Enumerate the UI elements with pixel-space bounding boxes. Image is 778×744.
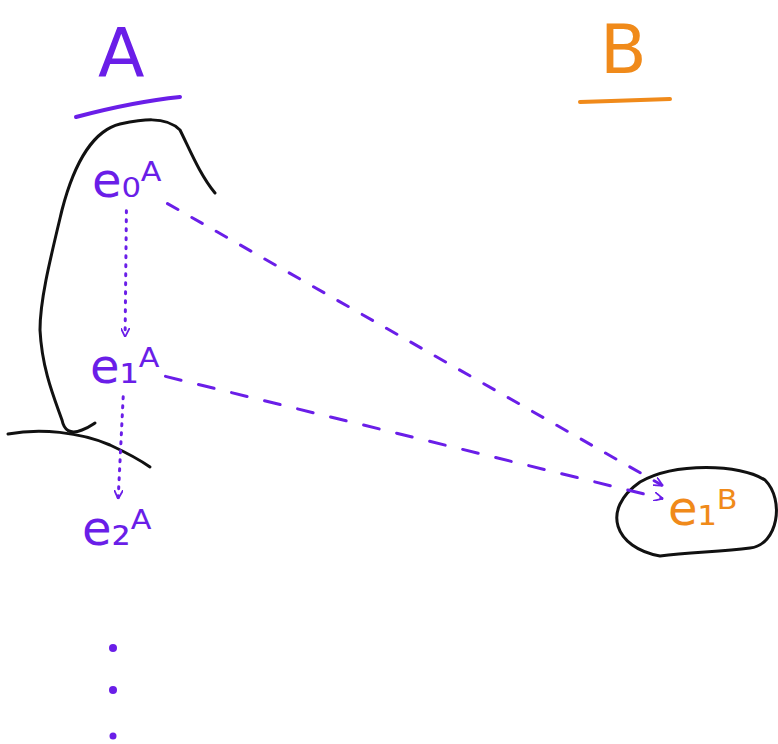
ellipsis-dot: [109, 686, 117, 694]
event-label: e₂ᴬ: [82, 500, 151, 556]
region-outline: [617, 468, 777, 557]
event-label: e₀ᴬ: [92, 152, 161, 208]
title-underline: [76, 97, 180, 117]
ellipsis-dot: [110, 733, 117, 740]
boundary-line: [8, 431, 150, 467]
region-outline: [40, 120, 215, 432]
event-label: e₁ᴬ: [90, 338, 159, 394]
causal-arrow: [168, 204, 663, 486]
event-label: e₁ᴮ: [668, 480, 738, 536]
causal-arrow: [125, 211, 126, 336]
causal-arrow: [118, 397, 123, 498]
process-title: A: [98, 20, 145, 88]
title-underline: [580, 99, 670, 102]
ellipsis-dot: [109, 644, 117, 652]
event-node: e₁ᴬ: [84, 336, 165, 397]
process-title: B: [600, 16, 647, 84]
event-node: e₂ᴬ: [76, 498, 157, 559]
causal-arrow: [166, 376, 663, 498]
event-node: e₁ᴮ: [662, 478, 744, 539]
event-node: e₀ᴬ: [86, 150, 167, 211]
